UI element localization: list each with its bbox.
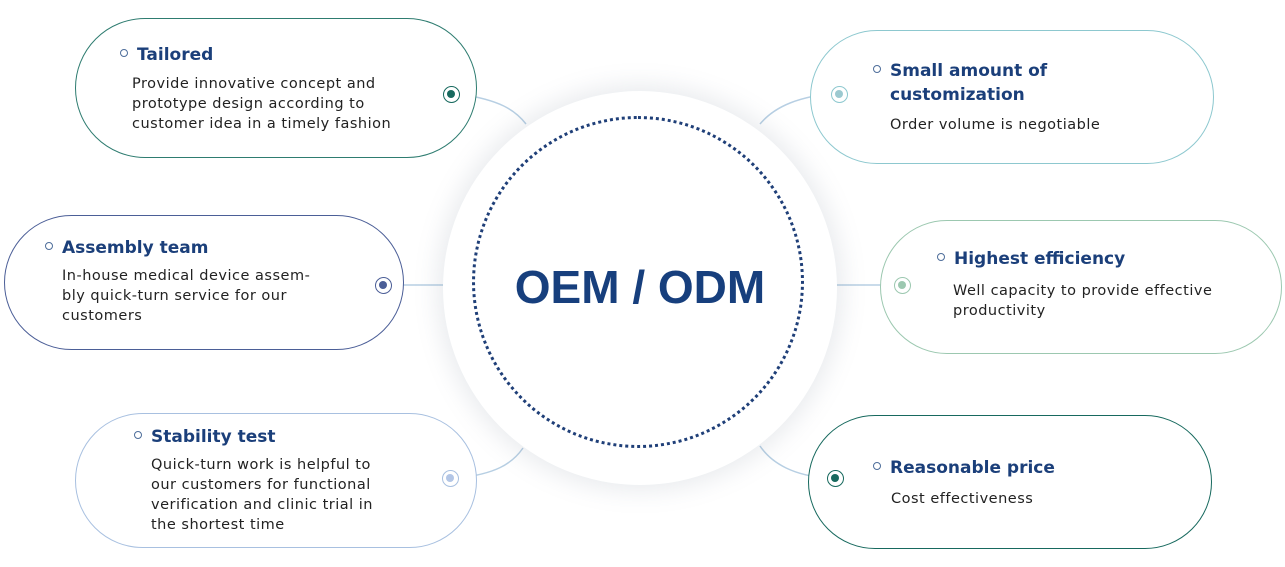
card-desc-tailored: Provide innovative concept and prototype… <box>132 76 392 132</box>
connector-dot-icon <box>442 470 459 487</box>
card-title-reasonable-price: Reasonable price <box>873 456 1055 480</box>
card-desc-highest-efficiency: Well capacity to provide effective produ… <box>953 283 1213 319</box>
connector-dot-icon <box>894 277 911 294</box>
card-tailored: Tailored Provide innovative concept and … <box>75 18 477 158</box>
bullet-ring-icon <box>134 431 142 439</box>
card-desc-assembly-team: In-house medical device assem- bly quick… <box>62 268 311 324</box>
card-desc-stability-test: Quick-turn work is helpful to our custom… <box>151 457 374 533</box>
bullet-ring-icon <box>937 253 945 261</box>
center-title: OEM / ODM <box>514 261 766 313</box>
card-stability-test: Stability test Quick-turn work is helpfu… <box>75 413 477 548</box>
card-small-amount: Small amount of customization Order volu… <box>810 30 1214 164</box>
connector-dot-icon <box>375 277 392 294</box>
card-reasonable-price: Reasonable price Cost effectiveness <box>808 415 1212 549</box>
card-title-highest-efficiency: Highest efficiency <box>937 247 1125 271</box>
center-dotted-ring <box>472 116 804 448</box>
connector-dot-icon <box>831 86 848 103</box>
bullet-ring-icon <box>45 242 53 250</box>
card-title-small-amount: Small amount of customization <box>873 59 1047 107</box>
card-highest-efficiency: Highest efficiency Well capacity to prov… <box>880 220 1282 354</box>
card-title-tailored: Tailored <box>120 43 213 67</box>
card-title-assembly-team: Assembly team <box>45 236 208 260</box>
card-assembly-team: Assembly team In-house medical device as… <box>4 215 404 350</box>
card-desc-small-amount: Order volume is negotiable <box>890 117 1101 133</box>
card-desc-reasonable-price: Cost effectiveness <box>891 491 1034 507</box>
bullet-ring-icon <box>873 462 881 470</box>
connector-dot-icon <box>827 470 844 487</box>
card-title-stability-test: Stability test <box>134 425 276 449</box>
connector-dot-icon <box>443 86 460 103</box>
bullet-ring-icon <box>120 49 128 57</box>
bullet-ring-icon <box>873 65 881 73</box>
